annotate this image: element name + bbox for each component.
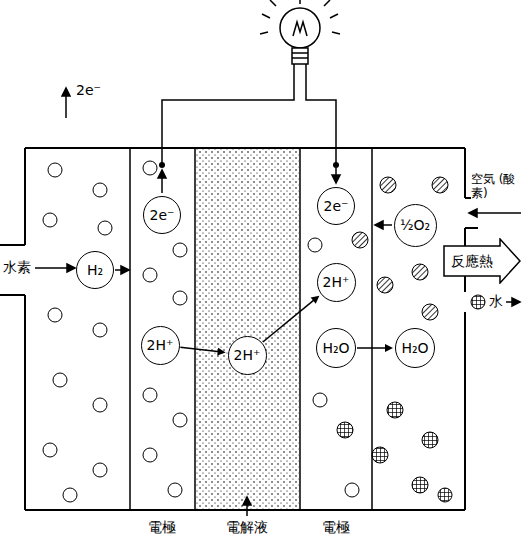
connector-line [180, 347, 219, 352]
electron-circle: 2e⁻ [143, 196, 181, 234]
water-circle: H₂O [395, 328, 435, 368]
node-text: 2e⁻ [150, 207, 175, 224]
wire-dots [159, 162, 339, 168]
text-label: 電極 [148, 519, 176, 536]
connector-line [357, 347, 387, 349]
text-label: 電解液 [226, 519, 268, 536]
electrolyte-fill [196, 149, 299, 509]
flow-connector [357, 344, 393, 352]
node-text: H₂O [401, 340, 428, 357]
flow-connector [263, 296, 320, 342]
text-label: 水素 [3, 259, 31, 276]
water-molecules [337, 295, 485, 502]
text-label: 空気 (酸素) [471, 172, 521, 201]
hydrogen-circle: H₂ [76, 251, 114, 289]
node-text: ½O₂ [400, 217, 430, 234]
oxygen-molecules [352, 177, 448, 320]
electron-circle: 2e⁻ [317, 187, 355, 225]
oxygen-circle: ½O₂ [394, 204, 437, 247]
light-bulb [260, 0, 340, 64]
flow-arrows [35, 88, 521, 516]
text-label: 水 [489, 293, 503, 310]
gas-bubbles [43, 161, 359, 502]
arrow-head [311, 296, 320, 304]
node-text: H₂O [322, 340, 349, 357]
text-label: 2e⁻ [76, 82, 101, 99]
heat-arrow: 反應熱 [443, 238, 521, 284]
node-text: H₂ [87, 262, 103, 279]
arrow-head [385, 344, 393, 352]
water-circle: H₂O [316, 328, 356, 368]
external-wire [162, 64, 336, 165]
proton-circle: 2H⁺ [141, 326, 180, 365]
connector-line [263, 299, 315, 342]
proton-circle: 2H⁺ [228, 336, 267, 375]
cell-housing [0, 148, 478, 510]
proton-circle: 2H⁺ [317, 263, 356, 302]
arrow-shape [444, 239, 520, 283]
node-text: 2H⁺ [323, 274, 350, 291]
flow-connector [180, 347, 225, 355]
node-text: 2H⁺ [147, 337, 174, 354]
node-text: 反應熱 [451, 253, 493, 270]
node-text: 2e⁻ [324, 198, 349, 215]
text-label: 電極 [322, 519, 350, 536]
arrow-head [217, 348, 225, 356]
node-text: 2H⁺ [234, 347, 261, 364]
